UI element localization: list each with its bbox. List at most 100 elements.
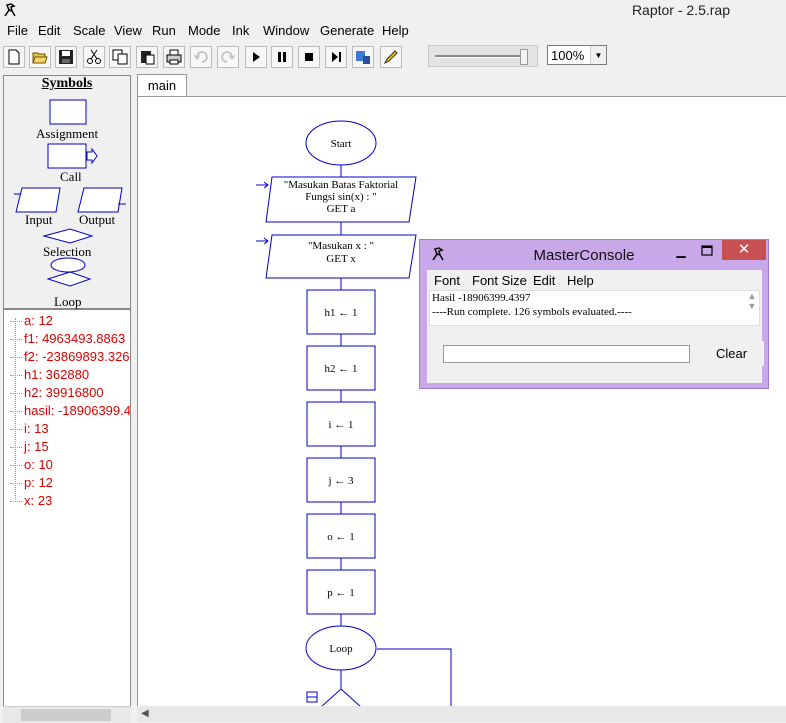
symbols-panel: Symbols Assignment Call Input Output Sel… xyxy=(3,75,131,309)
variable-x[interactable]: x: 23 xyxy=(10,493,52,511)
input-symbol-x[interactable] xyxy=(265,234,417,279)
title-bar: Raptor - 2.5.rap xyxy=(0,0,786,20)
variable-a[interactable]: a: 12 xyxy=(10,313,53,331)
assign-o[interactable] xyxy=(306,513,376,559)
console-menu-help[interactable]: Help xyxy=(567,273,594,288)
step-icon xyxy=(332,52,341,62)
variable-h1[interactable]: h1: 362880 xyxy=(10,367,89,385)
open-icon xyxy=(32,52,48,64)
variable-j[interactable]: j: 15 xyxy=(10,439,49,457)
stop-button[interactable] xyxy=(298,46,320,68)
console-menu-font-size[interactable]: Font Size xyxy=(472,273,527,288)
loop-label: Loop xyxy=(54,294,82,309)
menu-generate[interactable]: Generate xyxy=(320,23,375,38)
variable-o[interactable]: o: 10 xyxy=(10,457,53,475)
start-text: Start xyxy=(331,138,352,150)
loop-oval[interactable] xyxy=(305,625,377,671)
run-button[interactable] xyxy=(245,46,267,68)
cut-button[interactable] xyxy=(83,46,105,68)
raptor-logo-icon xyxy=(4,3,16,17)
console-output-line-2: ----Run complete. 126 symbols evaluated.… xyxy=(432,306,632,318)
menu-ink[interactable]: Ink xyxy=(232,23,250,38)
toolbar xyxy=(0,42,786,72)
assign-h1[interactable] xyxy=(306,289,376,335)
menu-scale[interactable]: Scale xyxy=(73,23,106,38)
undo-button[interactable] xyxy=(190,46,212,68)
new-button[interactable] xyxy=(3,46,25,68)
input1-get: GET a xyxy=(327,203,356,215)
console-output[interactable]: Hasil -18906399.4397 ----Run complete. 1… xyxy=(429,290,760,326)
variable-f2[interactable]: f2: -23869893.3260 xyxy=(10,349,130,367)
slider-thumb[interactable] xyxy=(520,49,528,65)
stop-icon xyxy=(305,53,313,61)
scrollbar-thumb[interactable] xyxy=(21,709,111,721)
assign-p-text: p ← 1 xyxy=(327,587,355,599)
chevron-down-icon[interactable]: ▼ xyxy=(590,46,606,64)
console-vertical-scrollbar[interactable]: ▲▼ xyxy=(747,291,757,311)
menu-view[interactable]: View xyxy=(114,23,142,38)
tab-main[interactable]: main xyxy=(137,74,187,96)
assign-o-text: o ← 1 xyxy=(327,531,355,543)
test-server-button[interactable] xyxy=(352,46,374,68)
menu-mode[interactable]: Mode xyxy=(188,23,221,38)
copy-button[interactable] xyxy=(109,46,131,68)
redo-button[interactable] xyxy=(217,46,239,68)
assign-i[interactable] xyxy=(306,401,376,447)
output-symbol[interactable] xyxy=(77,187,123,213)
step-button[interactable] xyxy=(325,46,347,68)
paste-button[interactable] xyxy=(136,46,158,68)
menu-edit[interactable]: Edit xyxy=(38,23,61,38)
input-symbol[interactable] xyxy=(15,187,61,213)
console-input-field[interactable] xyxy=(443,345,690,363)
raptor-logo-icon xyxy=(432,247,444,261)
maximize-icon xyxy=(701,245,713,256)
assign-p[interactable] xyxy=(306,569,376,615)
ink-pen-button[interactable] xyxy=(380,46,402,68)
menu-run[interactable]: Run xyxy=(152,23,176,38)
flowchart-canvas[interactable]: Start "Masukan Batas Faktorial Fungsi si… xyxy=(137,96,786,706)
variable-i[interactable]: i: 13 xyxy=(10,421,49,439)
call-symbol[interactable] xyxy=(47,143,87,169)
menu-help[interactable]: Help xyxy=(382,23,409,38)
assignment-label: Assignment xyxy=(36,126,99,141)
pause-icon xyxy=(278,52,286,62)
console-menu-edit[interactable]: Edit xyxy=(533,273,556,288)
close-icon: ✕ xyxy=(737,241,751,258)
loop-symbol[interactable] xyxy=(50,257,86,273)
assign-h2-text: h2 ← 1 xyxy=(325,363,358,375)
test-server-icon xyxy=(356,51,370,64)
print-icon xyxy=(166,49,182,65)
scroll-left-arrow-icon[interactable]: ◀ xyxy=(141,708,149,719)
canvas-scrollbar[interactable]: ◀ xyxy=(137,706,786,722)
menu-file[interactable]: File xyxy=(7,23,28,38)
variable-p[interactable]: p: 12 xyxy=(10,475,53,493)
variables-scrollbar[interactable] xyxy=(3,706,131,723)
menu-window[interactable]: Window xyxy=(263,23,310,38)
start-terminal[interactable] xyxy=(305,120,377,166)
print-button[interactable] xyxy=(163,46,185,68)
minimize-button[interactable]: ▁ xyxy=(676,244,686,258)
assign-j-text: j ← 3 xyxy=(327,475,354,487)
input-symbol-batas[interactable] xyxy=(265,176,417,223)
paste-icon xyxy=(141,51,155,65)
input1-prompt-line1: "Masukan Batas Faktorial xyxy=(284,179,398,191)
call-arrow-icon xyxy=(86,147,98,165)
variable-hasil[interactable]: hasil: -18906399.4 xyxy=(10,403,130,421)
assign-j[interactable] xyxy=(306,457,376,503)
speed-slider[interactable] xyxy=(428,45,538,67)
zoom-select[interactable]: 100% ▼ xyxy=(547,45,607,65)
assign-h2[interactable] xyxy=(306,345,376,391)
open-button[interactable] xyxy=(29,46,51,68)
input-label: Input xyxy=(25,212,53,227)
console-menu-font[interactable]: Font xyxy=(434,273,461,288)
assignment-symbol[interactable] xyxy=(49,99,87,125)
close-button[interactable]: ✕ xyxy=(722,240,766,260)
maximize-button[interactable] xyxy=(696,243,718,259)
save-button[interactable] xyxy=(55,46,77,68)
selection-symbol[interactable] xyxy=(42,228,94,244)
variable-f1[interactable]: f1: 4963493.8863 xyxy=(10,331,125,349)
master-console-window: MasterConsole ▁ ✕ Font Font Size Edit He… xyxy=(419,239,769,389)
pause-button[interactable] xyxy=(271,46,293,68)
variable-h2[interactable]: h2: 39916800 xyxy=(10,385,104,403)
clear-button[interactable]: Clear xyxy=(699,341,764,366)
